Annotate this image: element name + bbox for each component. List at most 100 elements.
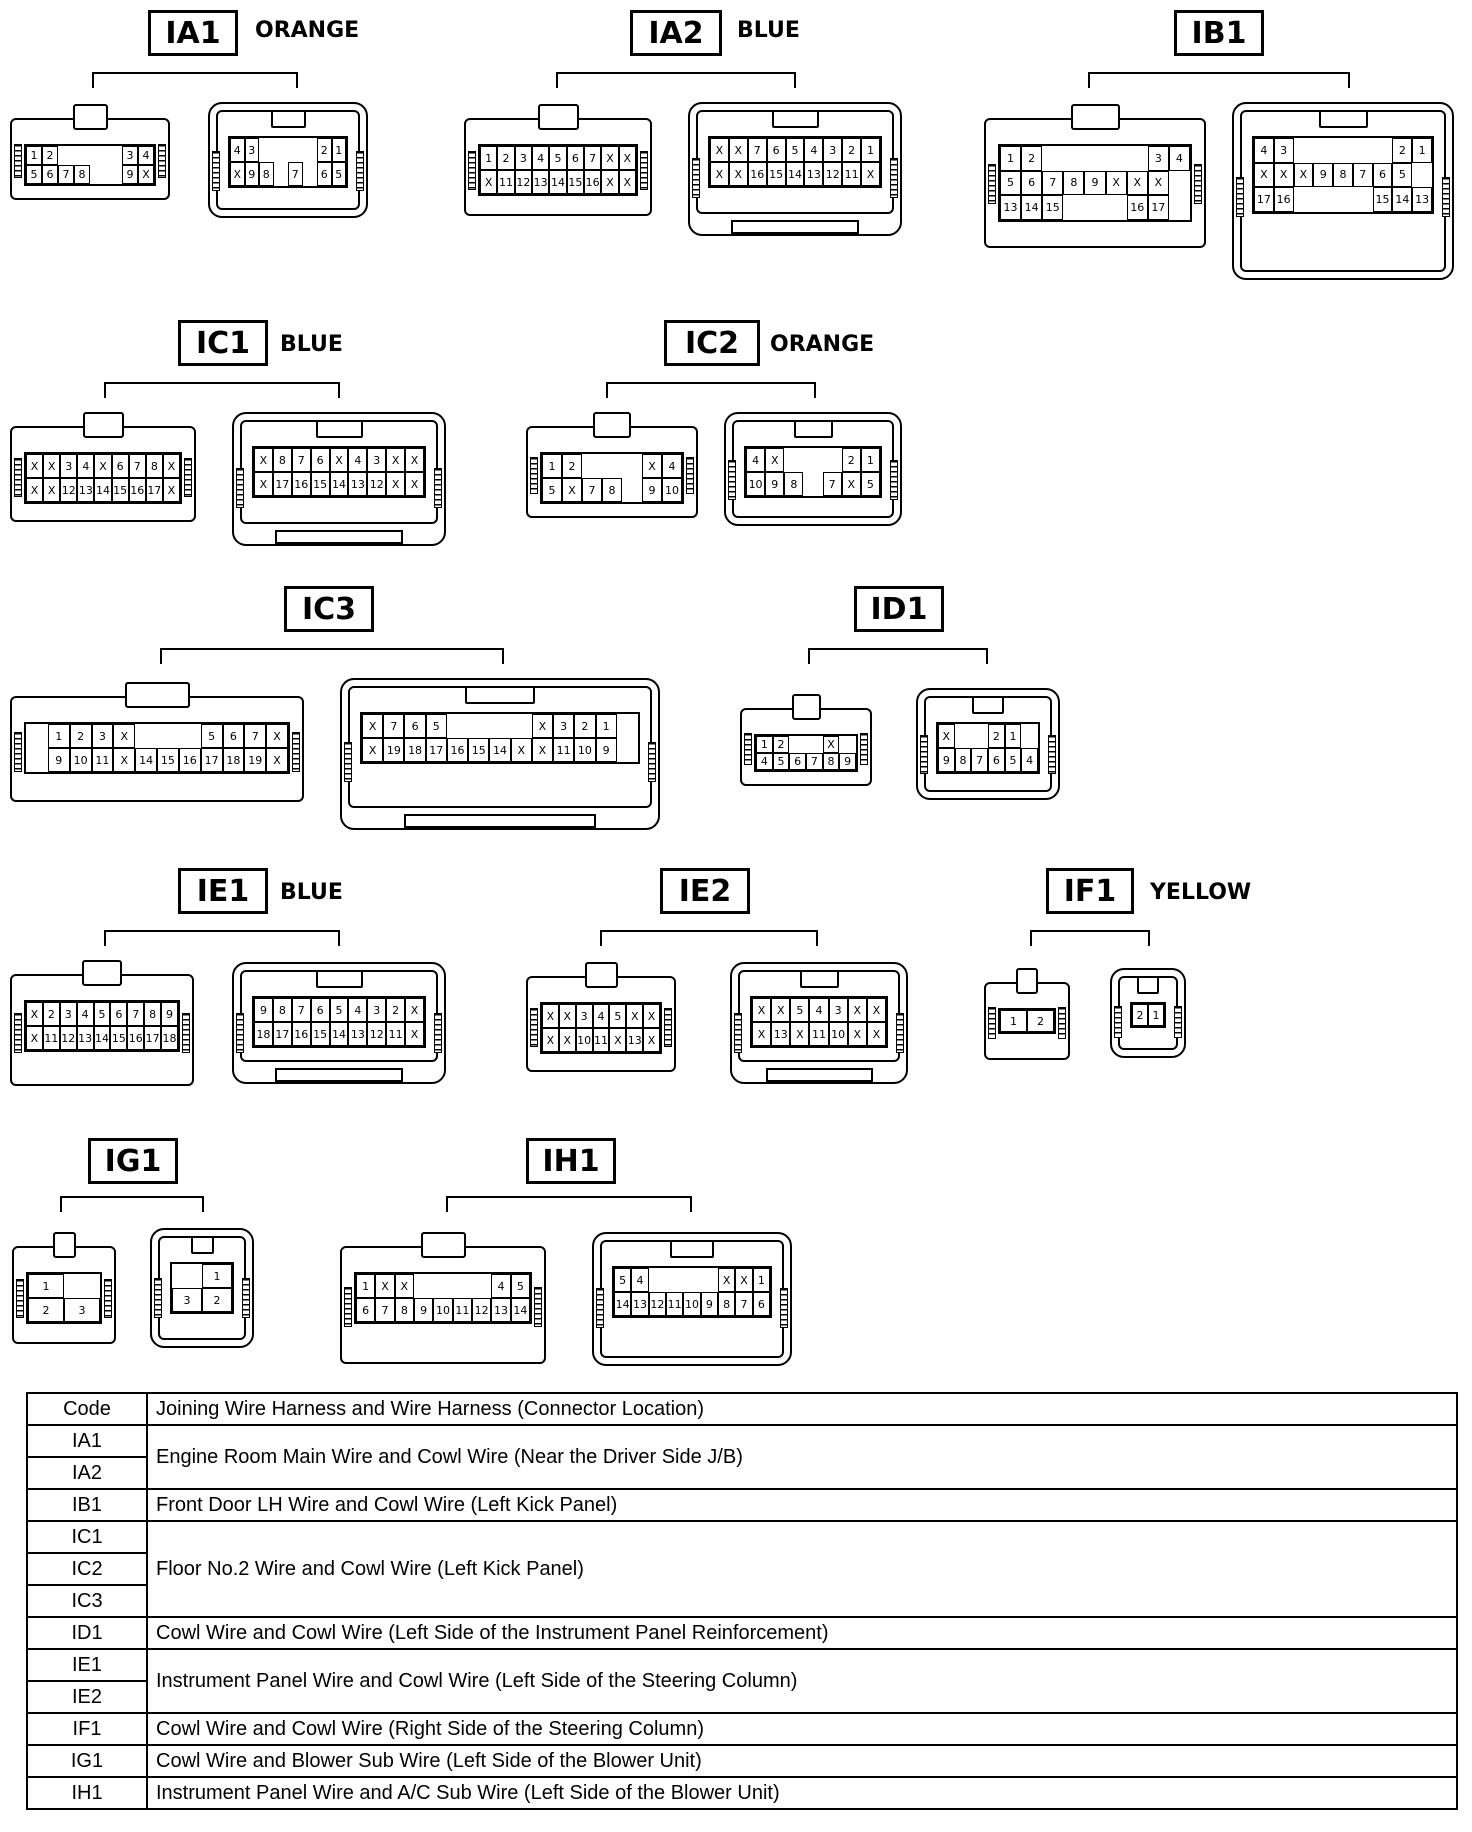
ib1-right-rail-right [1442,177,1450,217]
id1-left-latch [792,694,821,720]
ic1-right-rail-right [434,468,442,508]
ia1-color-label: ORANGE [255,18,360,43]
legend-row: IC2 [26,1552,1457,1586]
connector-pin: 17 [144,1026,162,1050]
id1-right-rail-left [920,735,928,775]
connector-pin: 12 [367,472,387,496]
connector-pin: 2 [772,736,790,753]
if1-left-latch [1016,968,1038,994]
connector-pin: 17 [272,472,292,496]
connector-pin: 6 [404,714,426,738]
connector-pin [1373,138,1393,163]
connector-pin: X [626,1004,644,1028]
connector-pin: 1 [331,138,346,162]
connector-pin [1169,195,1190,220]
connector-pin: 16 [291,472,311,496]
connector-pin: 8 [272,448,292,472]
connector-pin: 5 [510,1274,530,1298]
connector-pin [784,448,803,472]
connector-pin: 2 [1132,1004,1148,1026]
connector-pin: X [728,138,748,162]
legend-code-cell: IA1 [26,1424,148,1458]
ic1-left-rail-right [184,458,192,497]
connector-pin: X [1126,170,1148,196]
connector-pin: 10 [69,748,92,772]
connector-pin: 1 [28,1274,64,1298]
connector-pin: 2 [386,998,406,1022]
connector-pin: 4 [77,454,95,478]
connector-pin: 13 [804,162,824,186]
connector-pin: X [266,724,288,748]
connector-pin: 7 [805,753,823,770]
connector-pin: 1 [861,138,880,162]
connector-pin: X [94,454,112,478]
ie1-left-rail-right [182,1013,190,1053]
ie2-right-bottom-tab [766,1068,873,1082]
connector-pin [622,454,642,478]
connector-pin: 3 [514,146,532,170]
connector-pin: 3 [367,448,387,472]
connector-pin: 14 [94,478,112,502]
if1-code-label: IF1 [1046,868,1134,914]
connector-pin [135,724,157,748]
legend-description-cell: Floor No.2 Wire and Cowl Wire (Left Kick… [146,1520,1458,1618]
connector-pin: 6 [752,1292,770,1316]
connector-pin: X [841,472,861,496]
connector-pin [839,736,856,753]
connector-pin: 2 [1392,138,1413,163]
legend-code-cell: IG1 [26,1744,148,1778]
ie2-right-latch [800,970,839,988]
connector-pin: 7 [747,138,767,162]
connector-pin: 11 [809,1022,829,1046]
connector-pin [1084,146,1105,171]
connector-pin: 2 [202,1288,232,1312]
connector-pin: 3 [828,998,848,1022]
connector-pin: X [386,448,406,472]
connector-pin: 3 [244,138,259,162]
ic2-right-rail-left [728,460,736,500]
ic3-left-rail-right [292,732,300,772]
connector-pin [1412,163,1432,188]
connector-pin: 7 [383,714,405,738]
connector-pin: 6 [110,1002,128,1026]
if1-right-latch [1137,976,1159,994]
connector-pin: X [362,738,384,762]
connector-pin: 3 [59,1002,77,1026]
connector-pin: 4 [592,1004,610,1028]
connector-pin: 3 [91,724,114,748]
connector-pin [1106,195,1127,220]
connector-pin: 9 [47,748,70,772]
connector-pin [303,162,318,186]
ic2-left-latch [593,412,631,438]
connector-pin: 6 [566,146,584,170]
connector-pin: 17 [200,748,223,772]
connector-pin: 18 [404,738,426,762]
connector-pin [26,748,48,772]
connector-pin: X [718,1268,736,1292]
connector-pin: 12 [59,1026,77,1050]
connector-pin: 17 [1147,195,1169,220]
connector-pin: X [394,1274,414,1298]
connector-pin: 15 [468,738,490,762]
connector-pin: 5 [26,165,42,184]
connector-pin: 2 [562,454,582,478]
connector-pin [106,146,122,165]
connector-pin: 6 [310,998,330,1022]
connector-pin: 1 [1148,1004,1164,1026]
ie1-color-label: BLUE [280,880,343,905]
connector-pin: 8 [822,753,840,770]
connector-pin: 16 [128,478,146,502]
connector-pin: 1 [26,146,42,165]
